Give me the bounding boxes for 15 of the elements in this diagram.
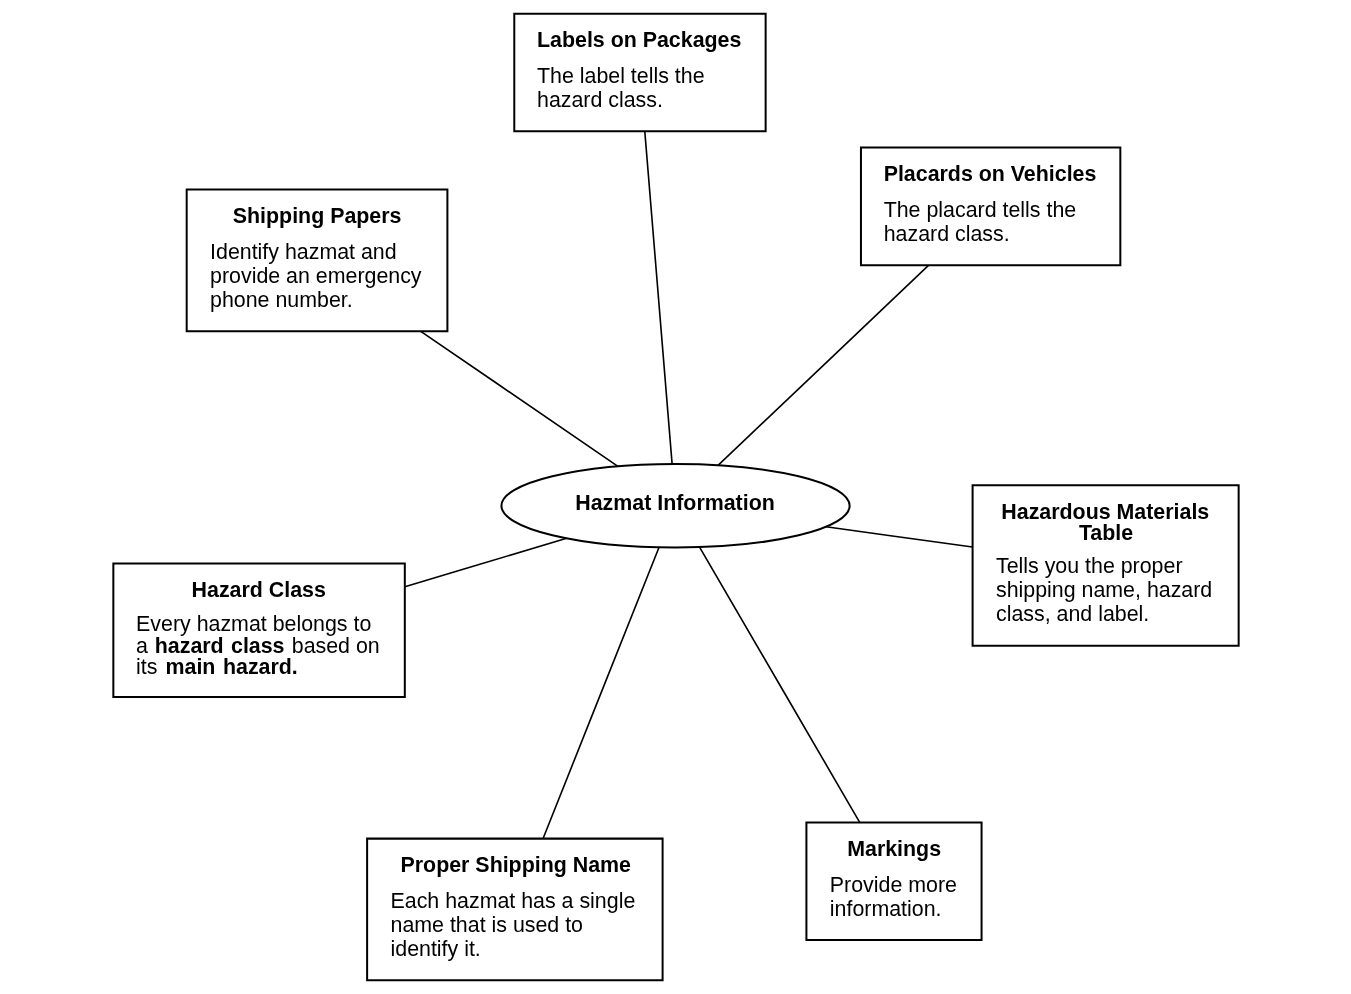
node-ellipse: Hazmat Information (499, 463, 851, 549)
node-box: Placards on Vehicles The placard tells the hazard class. (859, 146, 1121, 267)
connector (824, 525, 973, 548)
connector (716, 264, 929, 467)
node-box: Proper Shipping Name Each hazmat has a single name that is used to identify it. (365, 837, 664, 982)
node-box: Hazardous Materials Table Tells you the proper shipping name, hazard class, and label. (971, 484, 1240, 647)
connector (419, 330, 619, 468)
connector (403, 537, 567, 588)
node-box: Hazard Class Every hazmat belongs to a hazard class based on its main hazard. (111, 562, 406, 699)
node-box: Shipping Papers Identify hazmat and provide an emergency phone number. (185, 188, 448, 333)
connector (643, 130, 673, 465)
connector (541, 546, 660, 840)
node-box: Labels on Packages The label tells the hazard class. (512, 12, 767, 133)
node-box: Markings Provide more information. (804, 821, 983, 942)
connector (698, 546, 860, 823)
